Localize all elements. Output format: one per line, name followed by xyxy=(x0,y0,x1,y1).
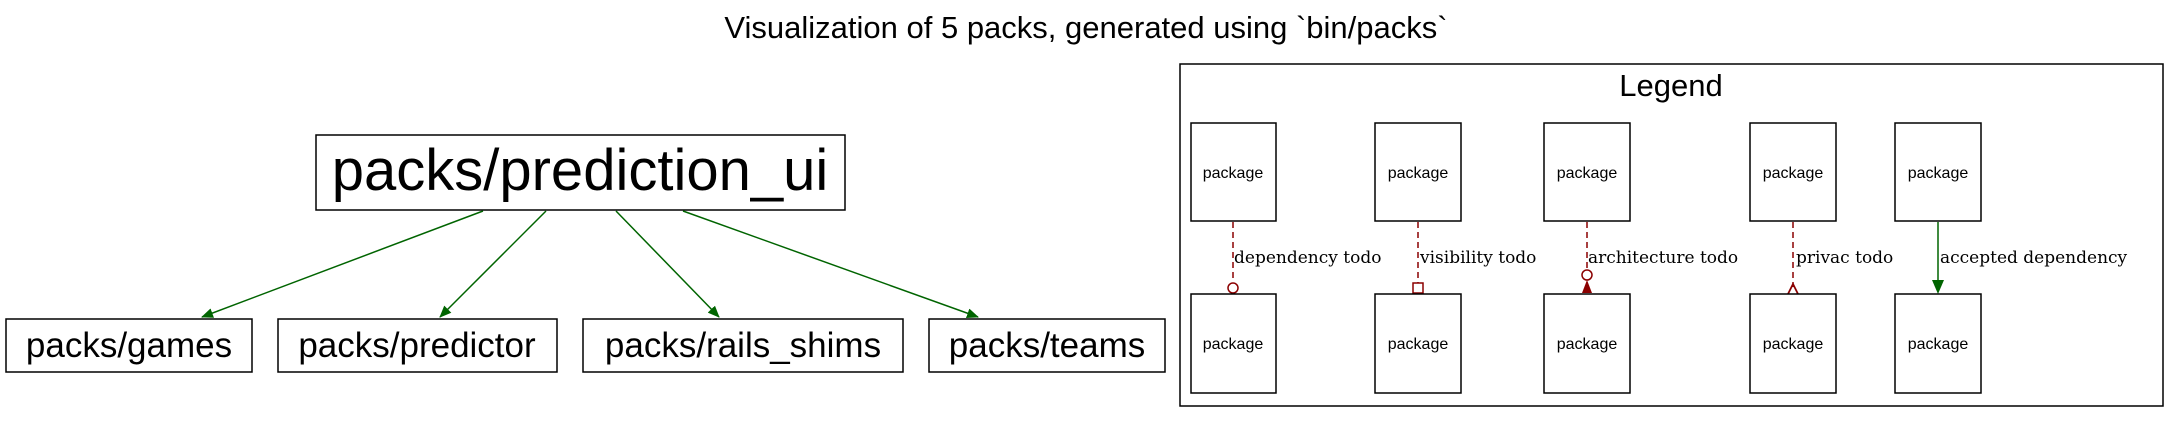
open-circle-marker xyxy=(1227,282,1239,294)
legend-package-bottom: package xyxy=(1557,336,1618,353)
child-pack-node-teams: packs/teams xyxy=(928,318,1166,373)
legend-package-top: package xyxy=(1388,165,1449,182)
root-edges xyxy=(201,210,979,318)
edge-to-predictor xyxy=(439,210,547,318)
legend-package-bottom: package xyxy=(1203,336,1264,353)
legend-entry-label: accepted dependency xyxy=(1940,248,2128,268)
filled-arrow-marker xyxy=(1932,280,1944,294)
legend-entry-privac-todo: package package privac todo xyxy=(1749,122,1893,394)
child-pack-label: packs/predictor xyxy=(298,326,536,365)
legend-package-top: package xyxy=(1763,165,1824,182)
edge-to-rails-shims xyxy=(615,210,720,318)
edge-to-teams xyxy=(682,210,979,318)
child-pack-node-games: packs/games xyxy=(5,318,253,373)
legend-entry-label: architecture todo xyxy=(1588,248,1738,268)
legend-title: Legend xyxy=(1619,68,1722,103)
legend-package-top: package xyxy=(1557,165,1618,182)
legend-entry-label: privac todo xyxy=(1796,248,1893,268)
open-circle-marker xyxy=(1581,269,1593,281)
open-square-marker xyxy=(1412,282,1424,294)
legend-package-bottom: package xyxy=(1388,336,1449,353)
root-pack-node: packs/prediction_ui xyxy=(315,134,846,211)
legend: Legend package package dependency todo p… xyxy=(1179,63,2164,407)
child-pack-label: packs/teams xyxy=(949,326,1145,365)
legend-entry-accepted-dependency: package package accepted dependency xyxy=(1894,122,2128,394)
legend-entry-visibility-todo: package package visibility todo xyxy=(1374,122,1536,394)
legend-package-bottom: package xyxy=(1763,336,1824,353)
child-pack-node-rails-shims: packs/rails_shims xyxy=(582,318,904,373)
legend-entry-label: visibility todo xyxy=(1419,248,1536,268)
legend-package-top: package xyxy=(1908,165,1969,182)
child-pack-label: packs/rails_shims xyxy=(605,326,881,365)
open-crow-marker xyxy=(1787,281,1799,295)
filled-arrow-marker xyxy=(1582,280,1592,293)
edge-to-games xyxy=(201,210,484,318)
child-pack-node-predictor: packs/predictor xyxy=(277,318,558,373)
legend-package-top: package xyxy=(1203,165,1264,182)
legend-entry-architecture-todo: package package architecture todo xyxy=(1543,122,1738,394)
diagram-title: Visualization of 5 packs, generated usin… xyxy=(724,10,1447,45)
root-pack-label: packs/prediction_ui xyxy=(332,138,829,203)
child-pack-label: packs/games xyxy=(26,326,232,365)
legend-frame xyxy=(1179,63,2164,407)
legend-entry-dependency-todo: package package dependency todo xyxy=(1190,122,1381,394)
legend-package-bottom: package xyxy=(1908,336,1969,353)
legend-entry-label: dependency todo xyxy=(1234,248,1381,268)
